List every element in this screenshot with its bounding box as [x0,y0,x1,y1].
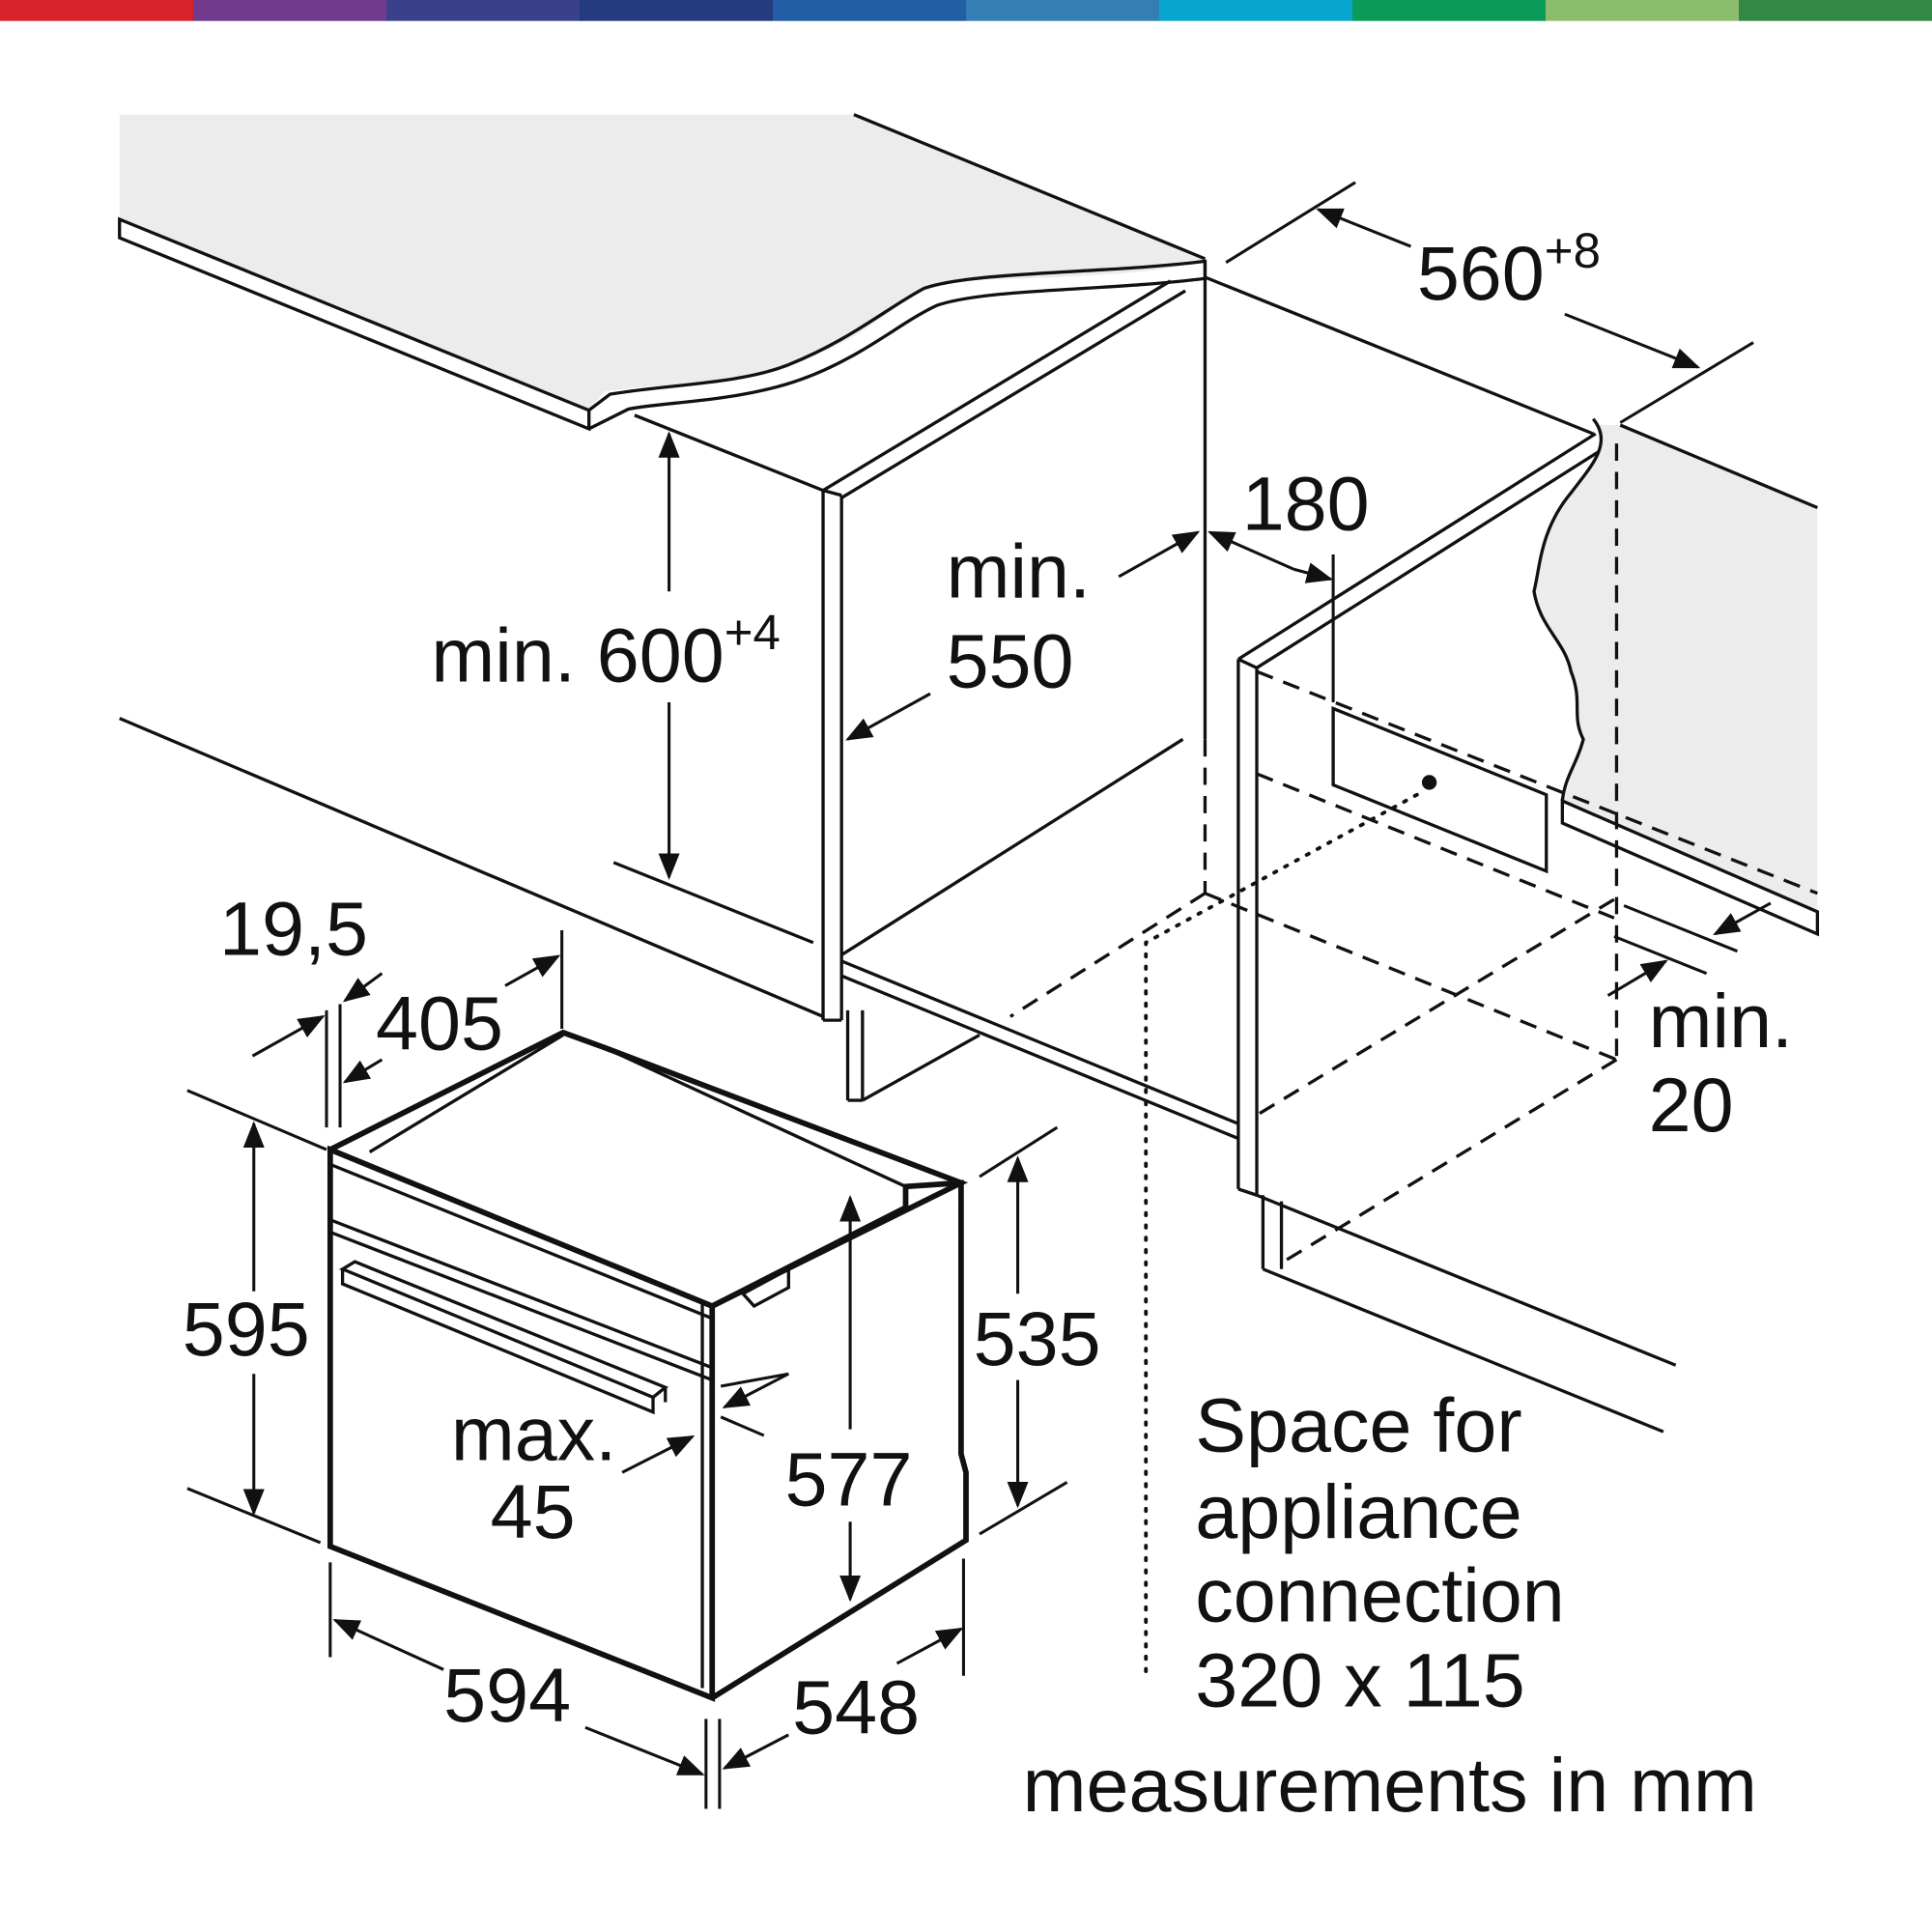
connection-socket-area [1331,705,1548,874]
connection-note-line: Space for [1195,1382,1521,1468]
min-gap-value: 20 [1649,1062,1734,1148]
color-bar-segment [773,0,967,21]
oven-height-label: 595 [183,1286,310,1372]
max-prefix: max. [451,1390,616,1476]
socket-offset-label: 180 [1242,460,1370,546]
oven-vent-icon [740,1265,790,1309]
oven-width-label: 594 [443,1652,571,1738]
color-bar-segment [1159,0,1353,21]
oven-depth-label: 548 [792,1664,920,1750]
color-bar-segment [193,0,387,21]
oven-body-height-label: 577 [785,1436,913,1522]
min-height-label: min. 600+4 [431,605,780,697]
color-bar-segment [966,0,1160,21]
connection-note-line: 320 x 115 [1195,1637,1525,1723]
color-bar-segment [1546,0,1740,21]
right-cabinet [1009,275,1820,1678]
left-cabinet [119,261,1239,1141]
color-bar-segment [1738,0,1932,21]
max-value: 45 [491,1468,576,1554]
dimension-lines [186,181,1772,1809]
min-gap-prefix: min. [1649,978,1793,1064]
dimension-labels: 560+8 180 min. 550 min. 600+4 19,5 405 5… [183,223,1793,1828]
countertop [118,113,1208,432]
min-depth-prefix: min. [947,528,1091,614]
min-depth-value: 550 [947,618,1074,704]
cutout-width-label: 560+8 [1417,223,1601,316]
color-bar-segment [580,0,774,21]
color-bar-segment [0,0,194,21]
brand-color-bar [0,0,1932,21]
color-bar-segment [386,0,581,21]
fascia-depth-label: 405 [376,980,503,1066]
oven-side-height-label: 535 [974,1295,1101,1381]
color-bar-segment [1352,0,1547,21]
panel-thickness-label: 19,5 [219,886,368,972]
connection-note-line: connection [1195,1552,1564,1638]
socket-point [1421,775,1437,790]
oven [327,1029,969,1702]
units-note: measurements in mm [1023,1742,1757,1828]
connection-note-line: appliance [1195,1468,1522,1554]
